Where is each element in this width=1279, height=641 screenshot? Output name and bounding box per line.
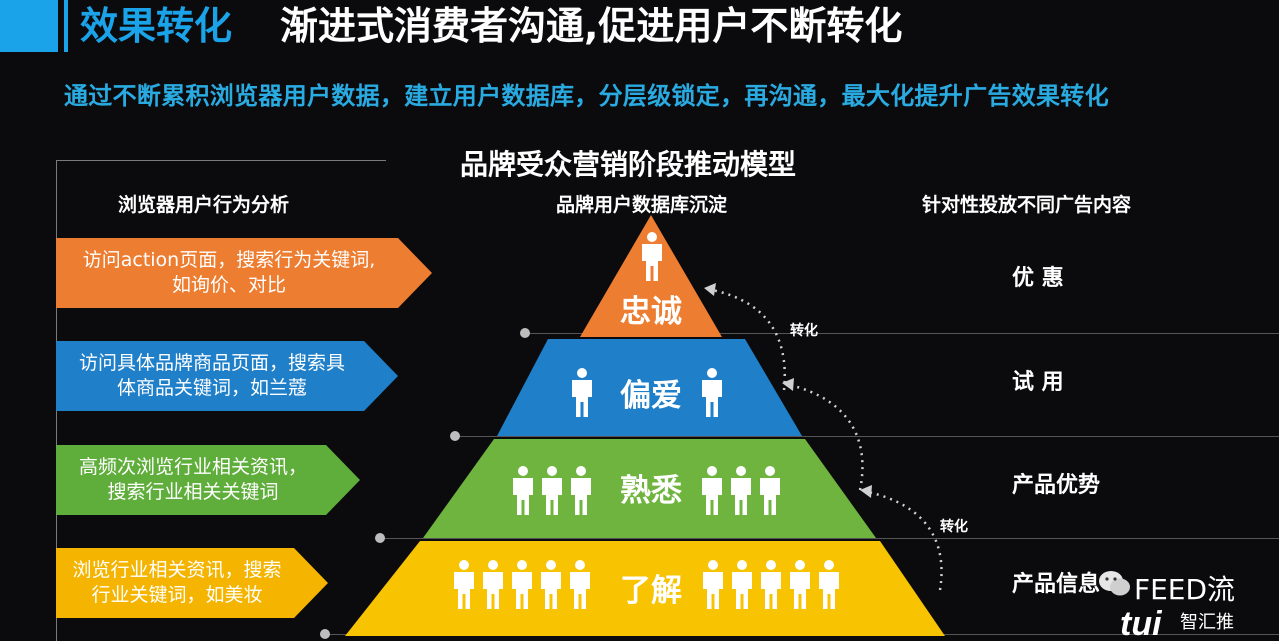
pyramid-tier-loyal xyxy=(580,215,722,337)
behavior-text: 访问具体品牌商品页面，搜索具 xyxy=(78,352,345,374)
content-type-discount: 优 惠 xyxy=(1012,266,1064,291)
watermark-brand: 智汇推 xyxy=(1180,612,1234,633)
content-type-advantage: 产品优势 xyxy=(1012,473,1101,498)
content-type-trial: 试 用 xyxy=(1012,370,1064,395)
arrowhead-icon xyxy=(782,378,794,391)
row-marker-dot xyxy=(320,629,330,639)
row-marker-dot xyxy=(375,533,385,543)
model-title: 品牌受众营销阶段推动模型 xyxy=(460,148,797,181)
content-type-info: 产品信息 xyxy=(1012,572,1101,597)
tier-label-aware: 了解 xyxy=(620,573,682,609)
behavior-text: 浏览行业相关资讯，搜索 xyxy=(72,559,282,581)
behavior-text: 高频次浏览行业相关资讯， xyxy=(78,456,307,478)
person-icon xyxy=(760,466,780,515)
person-icon xyxy=(790,560,810,609)
tui-logo-icon: tui xyxy=(1120,605,1163,639)
person-icon xyxy=(761,560,781,609)
row-marker-dot xyxy=(520,328,530,338)
person-icon xyxy=(572,368,592,417)
row-divider xyxy=(525,333,1279,334)
watermark-text: FEED流 xyxy=(1134,573,1236,606)
behavior-text: 行业关键词，如美妆 xyxy=(91,584,263,606)
section-title: 效果转化 xyxy=(64,0,242,52)
person-icon xyxy=(819,560,839,609)
person-icon xyxy=(703,560,723,609)
title-accent-bar xyxy=(0,0,58,52)
person-icon xyxy=(702,466,722,515)
behavior-card-preference: 访问具体品牌商品页面，搜索具体商品关键词，如兰蔻 xyxy=(56,341,398,411)
arrowhead-icon xyxy=(860,485,872,498)
behavior-card-aware: 浏览行业相关资讯，搜索行业关键词，如美妆 xyxy=(56,548,328,618)
frame-line-top xyxy=(56,160,386,161)
conversion-label: 转化 xyxy=(940,519,968,535)
column-heading-database: 品牌用户数据库沉淀 xyxy=(556,194,728,216)
person-icon xyxy=(642,232,662,281)
person-icon xyxy=(570,560,590,609)
person-icon xyxy=(731,466,751,515)
tier-label-preference: 偏爱 xyxy=(620,378,682,414)
row-divider xyxy=(380,538,1279,539)
wechat-icon xyxy=(1099,571,1130,596)
tier-label-familiar: 熟悉 xyxy=(620,473,682,509)
page-title: 渐进式消费者沟通,促进用户不断转化 xyxy=(280,4,903,48)
pyramid-tier-familiar xyxy=(423,439,876,538)
column-heading-behavior: 浏览器用户行为分析 xyxy=(118,194,290,216)
behavior-text: 如询价、对比 xyxy=(171,274,286,296)
person-icon-group xyxy=(454,232,839,609)
behavior-card-loyal: 访问action页面，搜索行为关键词, 如询价、对比 xyxy=(56,238,432,308)
person-icon xyxy=(702,368,722,417)
pyramid-tier-preference xyxy=(497,339,802,436)
person-icon xyxy=(732,560,752,609)
svg-text:tui: tui xyxy=(1120,605,1163,639)
person-icon xyxy=(542,466,562,515)
behavior-text: 搜索行业相关关键词 xyxy=(107,481,279,503)
behavior-text: 访问action页面，搜索行为关键词, xyxy=(82,249,376,271)
conversion-label: 转化 xyxy=(790,323,818,339)
tier-label-loyal: 忠诚 xyxy=(620,294,682,330)
person-icon xyxy=(512,560,532,609)
row-marker-dot xyxy=(450,431,460,441)
page-subtitle: 通过不断累积浏览器用户数据，建立用户数据库，分层级锁定，再沟通，最大化提升广告效… xyxy=(64,82,1109,110)
arrowhead-icon xyxy=(704,283,716,296)
person-icon xyxy=(513,466,533,515)
behavior-card-familiar: 高频次浏览行业相关资讯， 搜索行业相关关键词 xyxy=(56,445,360,515)
person-icon xyxy=(483,560,503,609)
person-icon xyxy=(541,560,561,609)
column-heading-content: 针对性投放不同广告内容 xyxy=(922,194,1132,216)
person-icon xyxy=(571,466,591,515)
person-icon xyxy=(454,560,474,609)
behavior-text: 体商品关键词，如兰蔻 xyxy=(116,377,307,399)
row-divider xyxy=(455,436,1279,437)
